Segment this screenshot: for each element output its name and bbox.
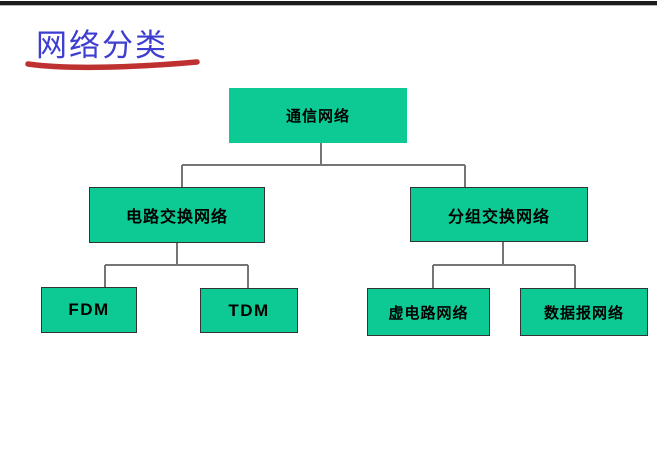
node-virtual-circuit-network: 虚电路网络 (367, 288, 490, 336)
node-circuit-switched-network: 电路交换网络 (89, 187, 265, 243)
node-label: 电路交换网络 (125, 209, 228, 226)
node-communication-network: 通信网络 (229, 88, 407, 143)
page-title: 网络分类 (36, 28, 168, 63)
node-label: 数据报网络 (543, 304, 624, 322)
node-label: FDM (68, 300, 110, 319)
node-label: TDM (228, 300, 270, 320)
node-datagram-network: 数据报网络 (520, 288, 648, 336)
node-label: 分组交换网络 (447, 208, 550, 226)
node-fdm: FDM (41, 287, 137, 333)
node-label: 通信网络 (285, 108, 350, 125)
slide-top-border (0, 1, 657, 5)
node-tdm: TDM (200, 288, 298, 333)
node-label: 虚电路网络 (388, 304, 469, 322)
node-packet-switched-network: 分组交换网络 (410, 187, 588, 242)
